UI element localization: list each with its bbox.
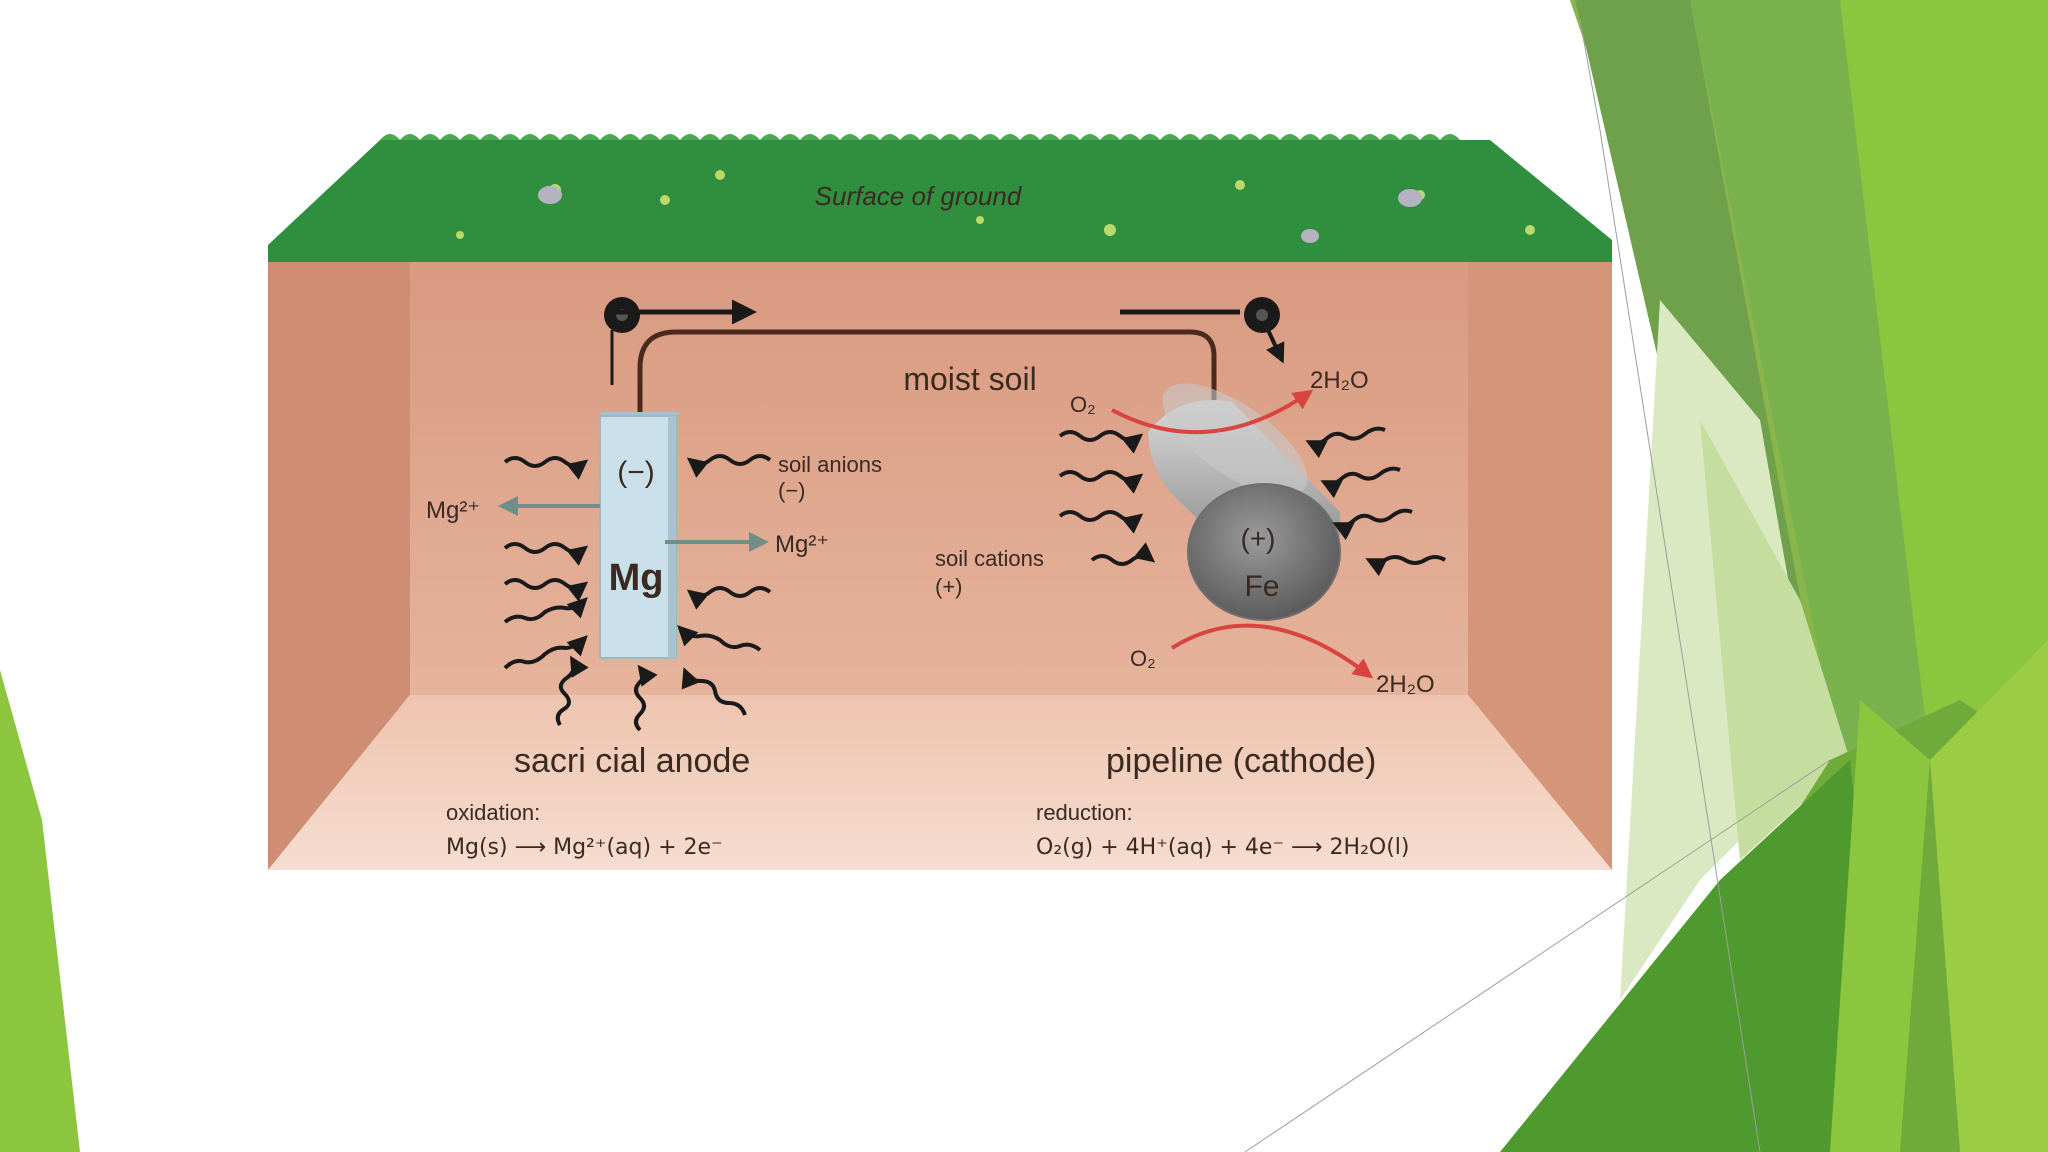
cathode-element-label: Fe <box>1244 570 1279 603</box>
soil-cations-label: soil cations <box>935 546 1044 571</box>
grass-fringe <box>380 134 1460 140</box>
anode-title: sacri cial anode <box>514 742 750 780</box>
cathodic-protection-diagram: Surface of ground moist soil (−) Mg Mg²⁺ <box>268 134 1612 870</box>
electron-icon <box>1244 297 1280 333</box>
left-accent-shape <box>0 670 80 1152</box>
moist-soil-label: moist soil <box>903 361 1036 397</box>
mg-ion-label-right: Mg²⁺ <box>775 531 829 558</box>
cathode-title: pipeline (cathode) <box>1106 742 1376 780</box>
mg-anode <box>600 412 680 658</box>
soil-back-wall <box>410 262 1468 695</box>
reduction-heading: reduction: <box>1036 800 1133 825</box>
soil-cations-charge: (+) <box>935 574 963 599</box>
water-bottom-label: 2H₂O <box>1376 671 1435 698</box>
cathode-charge-label: (+) <box>1241 523 1276 554</box>
reduction-equation: O₂(g) + 4H⁺(aq) + 4e⁻ ⟶ 2H₂O(l) <box>1036 835 1410 860</box>
soil-anions-label: soil anions <box>778 452 882 477</box>
oxidation-equation: Mg(s) ⟶ Mg²⁺(aq) + 2e⁻ <box>446 835 723 860</box>
o2-bottom-label: O₂ <box>1130 646 1156 671</box>
electron-icon <box>604 297 640 333</box>
anode-charge-label: (−) <box>617 456 655 489</box>
ground-surface-label: Surface of ground <box>815 181 1023 211</box>
mg-ion-label-left: Mg²⁺ <box>426 497 480 524</box>
soil-anions-charge: (−) <box>778 478 806 503</box>
anode-element-label: Mg <box>609 557 664 599</box>
water-top-label: 2H₂O <box>1310 367 1369 394</box>
o2-top-label: O₂ <box>1070 392 1096 417</box>
oxidation-heading: oxidation: <box>446 800 540 825</box>
